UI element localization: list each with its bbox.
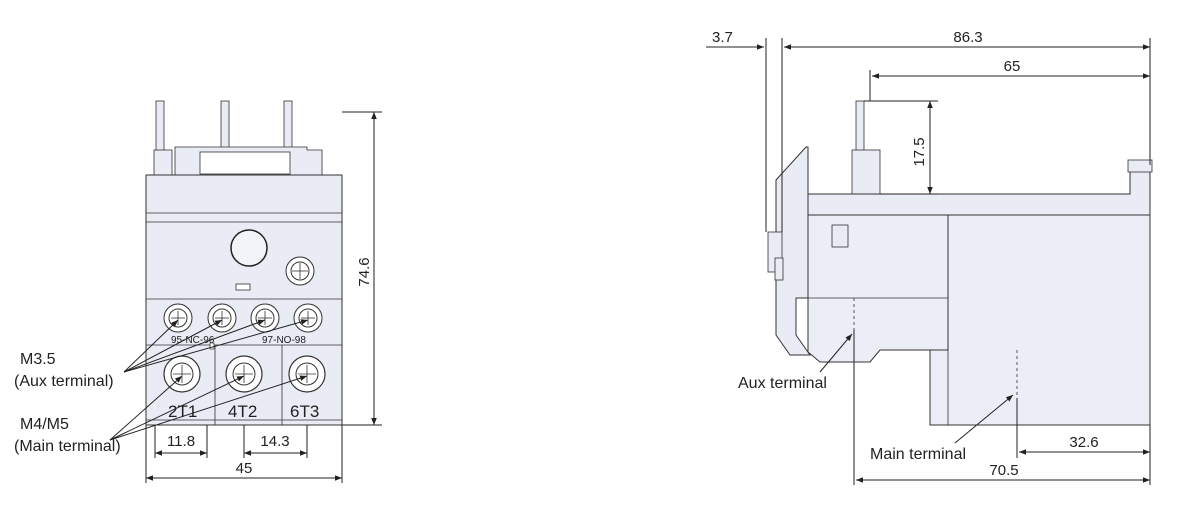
side-aux-terminal-callout: Aux terminal (738, 333, 853, 392)
aux-screw-icon (163, 303, 193, 333)
main-terminal-label-2: 4T2 (228, 402, 257, 421)
side-main-terminal-label: Main terminal (870, 446, 966, 463)
aux-terminal-callout: M3.5 (Aux terminal) (14, 319, 309, 390)
front-view: 95-NC-96 97-NO-98 2T1 4T2 (14, 100, 382, 483)
front-pins (153, 100, 293, 176)
offset-dimension-value: 3.7 (712, 29, 733, 46)
height-dimension-value: 74.6 (356, 257, 373, 286)
aux-screw-icon (207, 303, 237, 333)
dimension-width: 45 (145, 425, 343, 483)
dimension-height: 74.6 (342, 111, 382, 426)
aux-contact-no-label: 97-NO-98 (262, 335, 306, 346)
dimension-body-depth: 65 (869, 58, 1150, 101)
main-terminal-screws (163, 355, 326, 393)
main-screw-icon (288, 355, 326, 393)
pin-height-value: 17.5 (911, 137, 928, 166)
main-terminal-callout: M4/M5 (Main terminal) (14, 375, 308, 455)
main-terminal-label-1: 2T1 (168, 402, 197, 421)
side-main-terminal-callout: Main terminal (870, 394, 1014, 463)
side-aux-terminal-label: Aux terminal (738, 375, 827, 392)
indicator-window (235, 283, 251, 291)
body-depth-value: 65 (1004, 58, 1021, 75)
dimension-pin-height: 17.5 (864, 100, 938, 195)
pitch-left-value: 11.8 (167, 433, 195, 450)
dimension-aux-terminal: 70.5 (853, 330, 1150, 485)
overall-depth-value: 86.3 (953, 29, 982, 46)
main-terminal-size: M4/M5 (20, 416, 69, 433)
side-view: 3.7 86.3 65 17.5 32.6 70.5 (706, 29, 1153, 485)
aux-terminal-label: (Aux terminal) (14, 373, 114, 390)
pitch-right-value: 14.3 (260, 433, 289, 450)
dimension-pitch: 11.8 14.3 (154, 425, 308, 458)
width-dimension-value: 45 (236, 460, 253, 477)
side-aux-section (807, 214, 949, 363)
aux-terminal-screws (163, 303, 323, 333)
aux-terminal-depth-value: 70.5 (989, 462, 1018, 479)
main-terminal-label: (Main terminal) (14, 438, 121, 455)
main-terminal-label-3: 6T3 (290, 402, 319, 421)
main-screw-icon (225, 355, 263, 393)
dimension-main-terminal: 32.6 (1016, 398, 1151, 485)
adjustment-dial-icon (285, 256, 315, 286)
main-terminal-depth-value: 32.6 (1069, 434, 1098, 451)
dimension-overall-depth: 3.7 86.3 (706, 29, 1151, 232)
aux-screw-icon (293, 303, 323, 333)
aux-terminal-size: M3.5 (20, 351, 56, 368)
side-mount-plate (775, 146, 811, 356)
aux-contact-nc-label: 95-NC-96 (171, 335, 215, 346)
reset-button-icon (230, 229, 268, 267)
side-main-section (929, 214, 1151, 426)
aux-screw-icon (250, 303, 280, 333)
